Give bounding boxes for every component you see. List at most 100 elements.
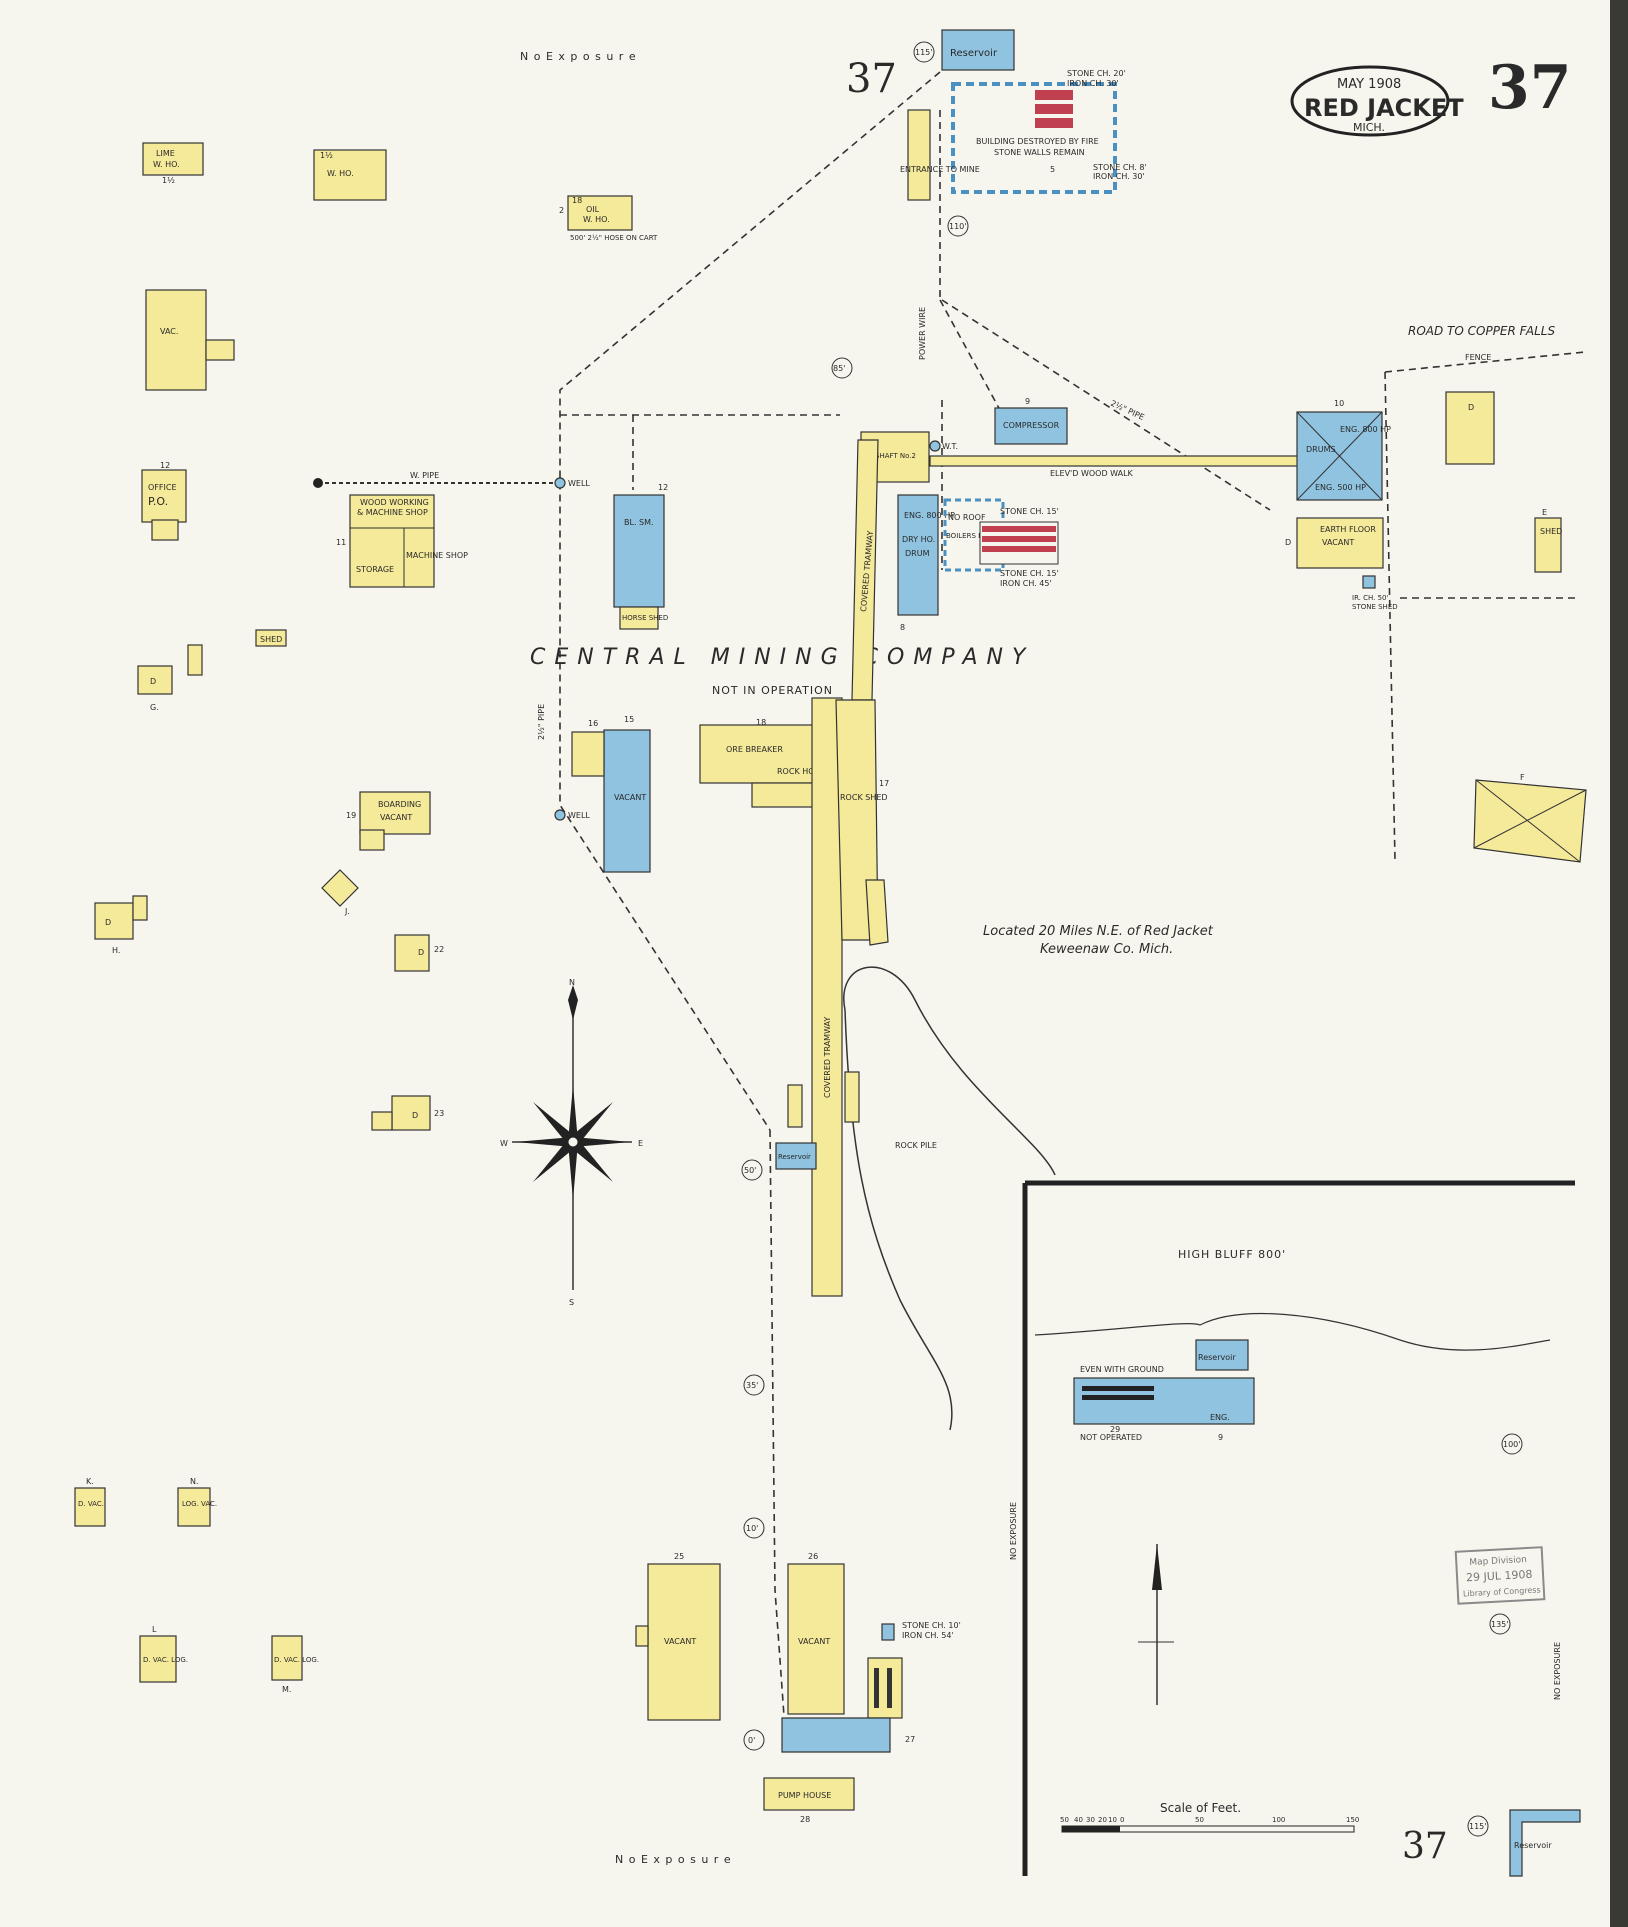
reservoir-inset-label: Reservoir (1198, 1353, 1236, 1362)
dry-house-label: DRY HO. (902, 535, 935, 544)
title-oval (1290, 65, 1450, 137)
boiler-bar (887, 1668, 892, 1708)
stone-chimney-label: STONE CH. 8' (1093, 163, 1147, 172)
dwelling-label: D (1468, 403, 1474, 412)
shed (844, 1071, 860, 1123)
engine-room (781, 1717, 891, 1753)
scale-tick: 50 (1195, 1816, 1204, 1824)
boiler-bar (982, 536, 1056, 542)
dwelling (1445, 391, 1495, 465)
elevation-marker (947, 215, 969, 237)
building-number: 17 (879, 779, 889, 788)
boiler-bar (874, 1668, 879, 1708)
boiler-bar (982, 546, 1056, 552)
dwelling-label: D (418, 948, 424, 957)
elevation-label: 110' (949, 222, 966, 231)
elevation-marker (913, 41, 935, 63)
vacant-building (145, 289, 207, 391)
letter-n: N. (190, 1477, 199, 1486)
dwelling-label: D (1285, 538, 1291, 547)
letter-f: F (1520, 773, 1525, 782)
rock-pile-label: ROCK PILE (895, 1141, 937, 1150)
earth-floor-shed (1296, 517, 1384, 569)
roof-line (1296, 411, 1383, 501)
boarding-annex (359, 829, 385, 851)
scale-tick: 100 (1272, 1816, 1285, 1824)
vacant-label: VACANT (798, 1637, 830, 1646)
building-number: 1½ (162, 176, 175, 185)
scale-title: Scale of Feet. (1160, 1801, 1241, 1815)
dwelling-m (271, 1635, 303, 1681)
compass-south: S (569, 1298, 574, 1307)
vacant-building-24 (647, 1563, 721, 1721)
shed-label: SHED (1540, 527, 1562, 536)
title-month: MAY 1908 (1337, 77, 1401, 92)
elevation-label: 115' (1469, 1822, 1486, 1831)
pipe-line (939, 299, 1001, 411)
location-line-1: Located 20 Miles N.E. of Red Jacket (983, 924, 1214, 939)
iron-chimney-label: IRON CH. 30' (1093, 172, 1145, 181)
office-annex (571, 731, 605, 777)
engine-label: ENG. 500 HP (1315, 483, 1366, 492)
dwelling-label: D (105, 918, 111, 927)
rock-pile-outline (844, 1009, 953, 1431)
office-label: OFFICE (148, 483, 177, 492)
elevation-marker (743, 1729, 765, 1751)
oil-label: OIL (586, 205, 600, 214)
lime-label: LIME (156, 149, 175, 158)
building-number: 26 (808, 1552, 818, 1561)
iron-chimney-label: IRON CH. 54' (902, 1631, 954, 1640)
compressor-label: COMPRESSOR (1003, 421, 1060, 430)
elevation-label: 100' (1503, 1440, 1520, 1449)
engine-label: ENG. (1210, 1413, 1230, 1422)
boiler-bar (1035, 118, 1073, 128)
company-status: NOT IN OPERATION (712, 684, 833, 697)
oil-warehouse (567, 195, 633, 231)
iron-chimney-label: IR. CH. 50' (1352, 594, 1389, 602)
scan-edge (1610, 0, 1628, 1927)
reservoir-mid (775, 1142, 817, 1170)
well (554, 477, 566, 489)
chimney (881, 1623, 895, 1641)
vacant-brick-building (603, 729, 651, 873)
reservoir-mid-label: Reservoir (778, 1153, 811, 1161)
drums-label: DRUMS (1306, 445, 1336, 454)
shed-label: SHED (260, 635, 282, 644)
roof-line (1475, 779, 1581, 863)
porch (635, 1625, 649, 1647)
inset-boiler-building (1073, 1377, 1255, 1425)
outbuilding (187, 644, 203, 676)
scale-tick: 40 (1074, 1816, 1083, 1824)
machine-shop (349, 494, 435, 588)
drum-label: DRUM (905, 549, 930, 558)
dwelling-h (94, 902, 134, 940)
boiler-bar (1082, 1386, 1154, 1391)
well (554, 809, 566, 821)
scale-tick: 50 (1060, 1816, 1069, 1824)
engine-label: ENG. 800 HP (904, 511, 955, 520)
stone-walls-label: STONE WALLS REMAIN (994, 148, 1085, 157)
post-office-annex (151, 519, 179, 541)
dwelling (394, 934, 430, 972)
vacant-label: VACANT (664, 1637, 696, 1646)
building-number: 11 (336, 538, 346, 547)
inset-map (1022, 1180, 1575, 1876)
pump-house-label: PUMP HOUSE (778, 1791, 831, 1800)
boiler-bar (1082, 1395, 1154, 1400)
machine-shop-label: & MACHINE SHOP (357, 508, 428, 517)
hose-note: 500' 2½" HOSE ON CART (570, 234, 658, 242)
elevation-label: 0' (748, 1736, 755, 1745)
building-number: 23 (434, 1109, 444, 1118)
stone-chimney-label: STONE CH. 10' (902, 1621, 961, 1630)
not-operated-label: NOT OPERATED (1080, 1433, 1142, 1442)
rock-pile-outline (843, 966, 1056, 1176)
elevated-walk (929, 455, 1301, 467)
elevation-marker (831, 357, 853, 379)
iron-chimney-label: IRON CH. 30' (1067, 79, 1119, 88)
outbuilding (132, 895, 148, 921)
stone-shed-label: STONE SHED (1352, 603, 1398, 611)
inset-north-arrowhead (1152, 1544, 1162, 1590)
machine-shop-label: MACHINE SHOP (406, 551, 468, 560)
dwelling-label: D (150, 677, 156, 686)
scale-tick: 30 (1086, 1816, 1095, 1824)
